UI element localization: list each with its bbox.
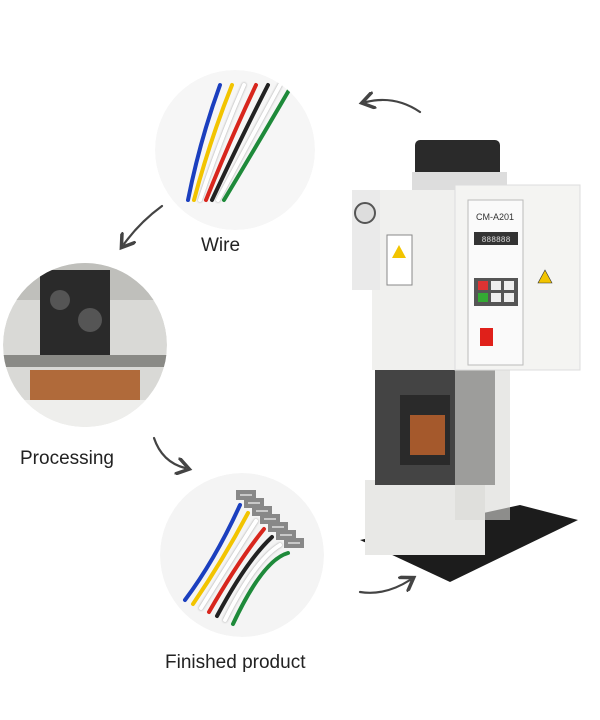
crimping-machine: CM-A201 888888 — [352, 140, 581, 582]
warning-icon — [392, 245, 406, 258]
crimped-wire — [215, 535, 274, 618]
key — [504, 293, 514, 302]
wire-strand — [222, 83, 294, 202]
crimped-wire — [191, 511, 250, 606]
wire-circle — [155, 70, 315, 230]
wire-strand — [192, 83, 234, 202]
wire-strand — [186, 83, 222, 202]
wire-label: Wire — [201, 235, 241, 256]
crimped-wire — [183, 503, 242, 602]
terminal — [236, 490, 256, 500]
start-key — [478, 281, 488, 290]
wire-strand — [198, 83, 246, 202]
terminal — [284, 538, 304, 548]
counter-display: 888888 — [482, 236, 511, 245]
processing-label: Processing — [20, 448, 114, 469]
terminal — [276, 530, 296, 540]
finished-product-circle — [160, 473, 324, 637]
key — [478, 293, 488, 302]
terminal — [260, 514, 280, 524]
key — [491, 281, 501, 290]
terminal — [252, 506, 272, 516]
power-switch — [480, 328, 493, 346]
crimped-wire — [207, 527, 266, 614]
key — [504, 281, 514, 290]
arrow-icon — [366, 100, 422, 114]
key — [491, 293, 501, 302]
terminal — [268, 522, 288, 532]
arrow-icon — [358, 580, 410, 594]
wire-strand — [216, 83, 282, 202]
warning-icon — [537, 269, 553, 284]
arrow-icon — [124, 204, 164, 244]
wire-strand — [210, 83, 270, 202]
model-label: CM-A201 — [476, 212, 514, 222]
arrow-icon — [152, 436, 185, 468]
crimped-wire — [223, 543, 282, 622]
wire-strand — [204, 83, 258, 202]
terminal — [244, 498, 264, 508]
processing-circle — [3, 263, 167, 427]
crimped-wire — [199, 519, 258, 610]
crimped-wire — [231, 551, 290, 626]
finished-product-label: Finished product — [165, 652, 306, 673]
